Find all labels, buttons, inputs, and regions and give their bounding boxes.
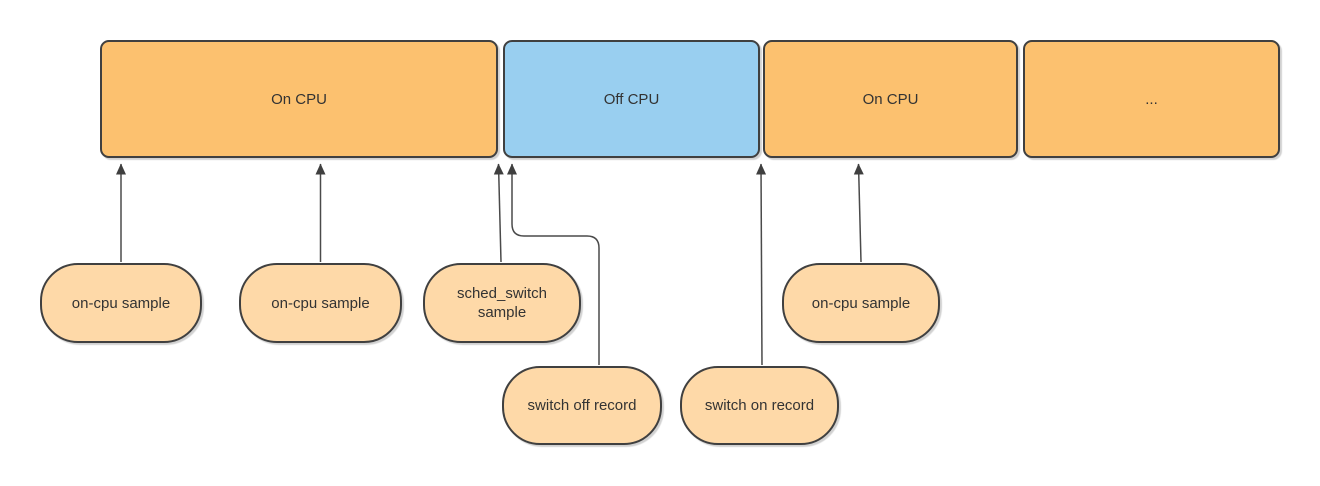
arrow-schedswitch-to-boundary (493, 163, 504, 263)
callout-on-cpu-sample-3: on-cpu sample (782, 263, 940, 343)
segment-label: ... (1145, 90, 1158, 108)
callout-label: switch off record (527, 397, 637, 414)
segment-label: On CPU (271, 90, 327, 108)
callout-on-cpu-sample-2: on-cpu sample (239, 263, 402, 343)
callout-switch-on-record: switch on record (680, 366, 839, 445)
segment-label: On CPU (862, 90, 919, 108)
callout-label: on-cpu sample (271, 294, 370, 312)
callout-sched-switch-sample: sched_switch sample (423, 263, 581, 343)
timeline-segment-off-cpu: Off CPU (503, 40, 760, 158)
callout-on-cpu-sample-1: on-cpu sample (40, 263, 202, 343)
segment-label: Off CPU (603, 90, 660, 108)
callout-switch-off-record: switch off record (502, 366, 662, 445)
arrow-sample3-to-oncpu (853, 163, 864, 263)
timeline-segment-on-cpu-2: On CPU (763, 40, 1018, 158)
callout-label: switch on record (704, 397, 815, 414)
arrow-switchon-to-oncpu-start (756, 163, 767, 366)
timeline-segment-ellipsis: ... (1023, 40, 1280, 158)
callout-label: sched_switch sample (456, 285, 548, 321)
callout-label: on-cpu sample (71, 294, 171, 312)
timeline-segment-on-cpu-1: On CPU (100, 40, 498, 158)
callout-label: on-cpu sample (811, 294, 911, 312)
